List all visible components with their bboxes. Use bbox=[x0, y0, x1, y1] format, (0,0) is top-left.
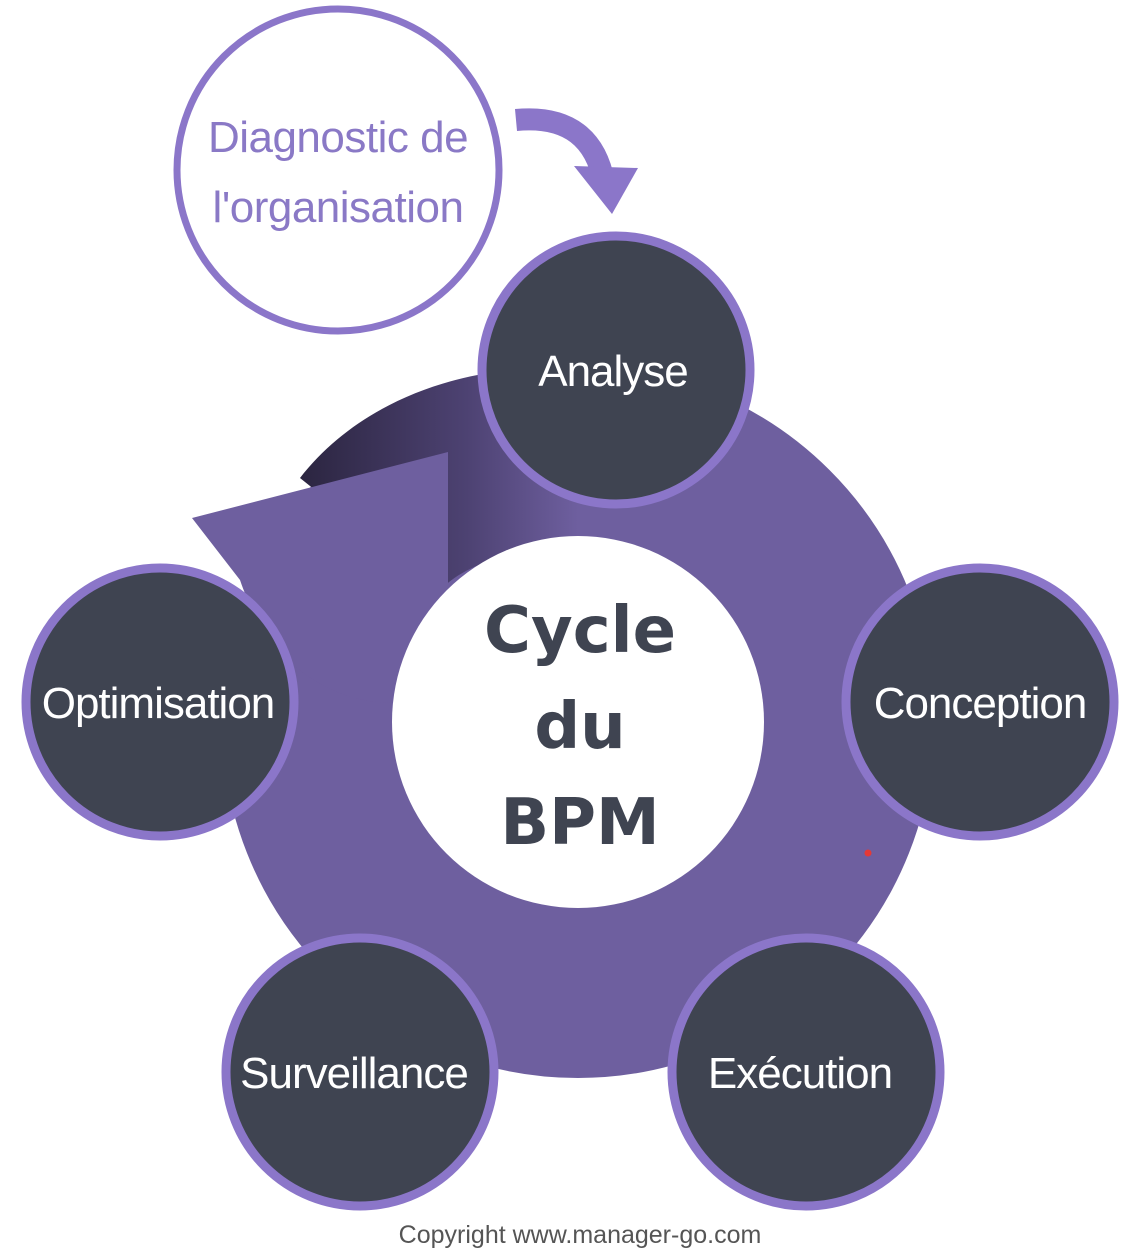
center-title-line-1: Cycle bbox=[484, 594, 676, 668]
step-label-surveillance: Surveillance bbox=[240, 1049, 468, 1098]
step-node bbox=[841, 563, 1119, 841]
step-label-conception: Conception bbox=[874, 679, 1087, 728]
step-surveillance: Surveillance bbox=[221, 933, 499, 1211]
step-label-analyse: Analyse bbox=[538, 347, 688, 396]
diagnostic-label-line-1: Diagnostic de bbox=[208, 113, 468, 162]
step-conception: Conception bbox=[841, 563, 1119, 841]
diagnostic-arrow-head bbox=[574, 166, 638, 214]
step-node bbox=[477, 231, 755, 509]
copyright-text: Copyright www.manager-go.com bbox=[399, 1221, 762, 1249]
center-disc bbox=[392, 536, 764, 908]
step-label-optimisation: Optimisation bbox=[42, 679, 275, 728]
center-title-line-2: du bbox=[534, 690, 625, 764]
step-node bbox=[667, 933, 945, 1211]
diagnostic-circle bbox=[173, 5, 503, 335]
step-optimisation: Optimisation bbox=[21, 563, 299, 841]
step-execution: Exécution bbox=[667, 933, 945, 1211]
step-node bbox=[21, 563, 299, 841]
step-node bbox=[221, 933, 499, 1211]
cycle-arrow-head bbox=[192, 452, 448, 718]
red-dot bbox=[864, 849, 872, 857]
step-analyse: Analyse bbox=[477, 231, 755, 509]
diagnostic-label-line-2: l'organisation bbox=[213, 183, 464, 232]
center-title-line-3: BPM bbox=[500, 786, 659, 860]
step-label-execution: Exécution bbox=[708, 1049, 892, 1098]
